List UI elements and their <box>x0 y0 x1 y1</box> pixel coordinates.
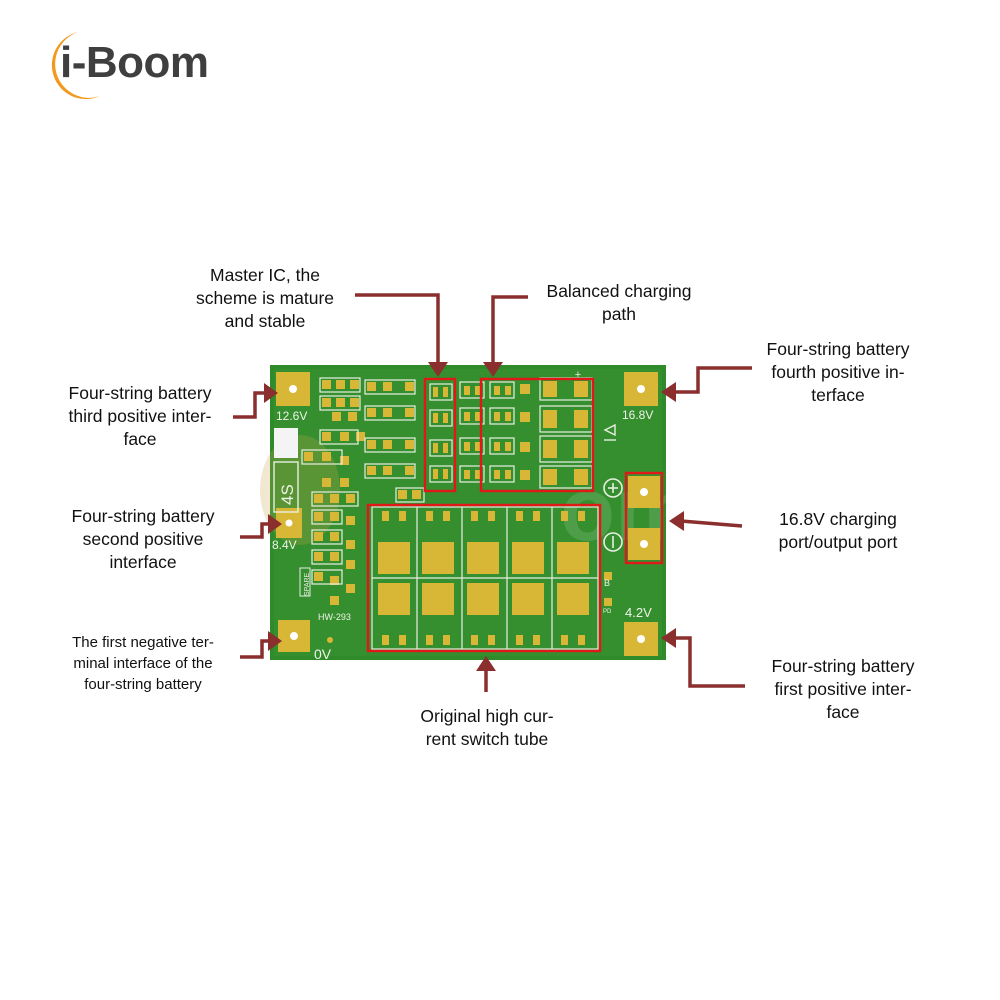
callout-arrows <box>233 293 752 692</box>
second-positive-label: Four-string battery second positive inte… <box>71 506 215 572</box>
first-negative-arrow <box>240 639 270 659</box>
pd-mark: PD <box>603 609 612 615</box>
charging-port-label: 16.8V charging port/output port <box>778 509 898 552</box>
second-positive-arrow <box>240 522 270 539</box>
mosfet-switch-tubes <box>371 506 612 650</box>
master-ic-highlight <box>423 377 457 493</box>
board-badge: 4S <box>278 484 297 505</box>
balanced-path-highlight <box>479 377 595 493</box>
master-ic-label: Master IC, the scheme is mature and stab… <box>195 265 335 331</box>
switch-tube-label: Original high cur- rent switch tube <box>420 706 554 749</box>
third-positive-label: Four-string battery third positive inter… <box>68 383 212 449</box>
switch-tube-highlight <box>366 503 602 653</box>
pad-label-0v: 0V <box>314 646 332 662</box>
spare-mark: SPARE <box>304 572 311 596</box>
master-ic-arrow <box>355 293 440 364</box>
pad-label-16-8v: 16.8V <box>622 408 653 422</box>
board-markings <box>273 423 623 643</box>
first-positive-arrow <box>674 636 745 688</box>
pad-label-4-2v: 4.2V <box>625 605 652 620</box>
pad-label-8-4v: 8.4V <box>272 538 297 552</box>
silkscreen-outlines <box>301 377 425 585</box>
svg-text:+: + <box>575 369 581 381</box>
first-negative-label: The first negative ter- minal interface … <box>72 634 214 693</box>
b-mark: B <box>604 578 610 588</box>
highlight-boxes <box>366 377 664 653</box>
board-model: HW-293 <box>318 612 351 622</box>
charging-port-arrow <box>680 519 743 528</box>
balanced-path-label: Balanced charging path <box>546 281 692 324</box>
pad-label-12-6v: 12.6V <box>276 409 307 423</box>
third-positive-arrow <box>233 391 266 419</box>
fourth-positive-arrow <box>674 366 752 394</box>
balance-circuit: + <box>459 369 593 489</box>
brand-name: i-Boom <box>60 38 209 87</box>
charging-port-highlight <box>624 471 664 565</box>
first-positive-label: Four-string battery first positive inter… <box>771 656 915 722</box>
balanced-path-arrow <box>491 295 528 364</box>
fourth-positive-label: Four-string battery fourth positive in- … <box>766 339 910 405</box>
smd-components <box>304 380 421 605</box>
master-ic-chips <box>429 383 453 483</box>
arrow-heads <box>264 362 684 671</box>
